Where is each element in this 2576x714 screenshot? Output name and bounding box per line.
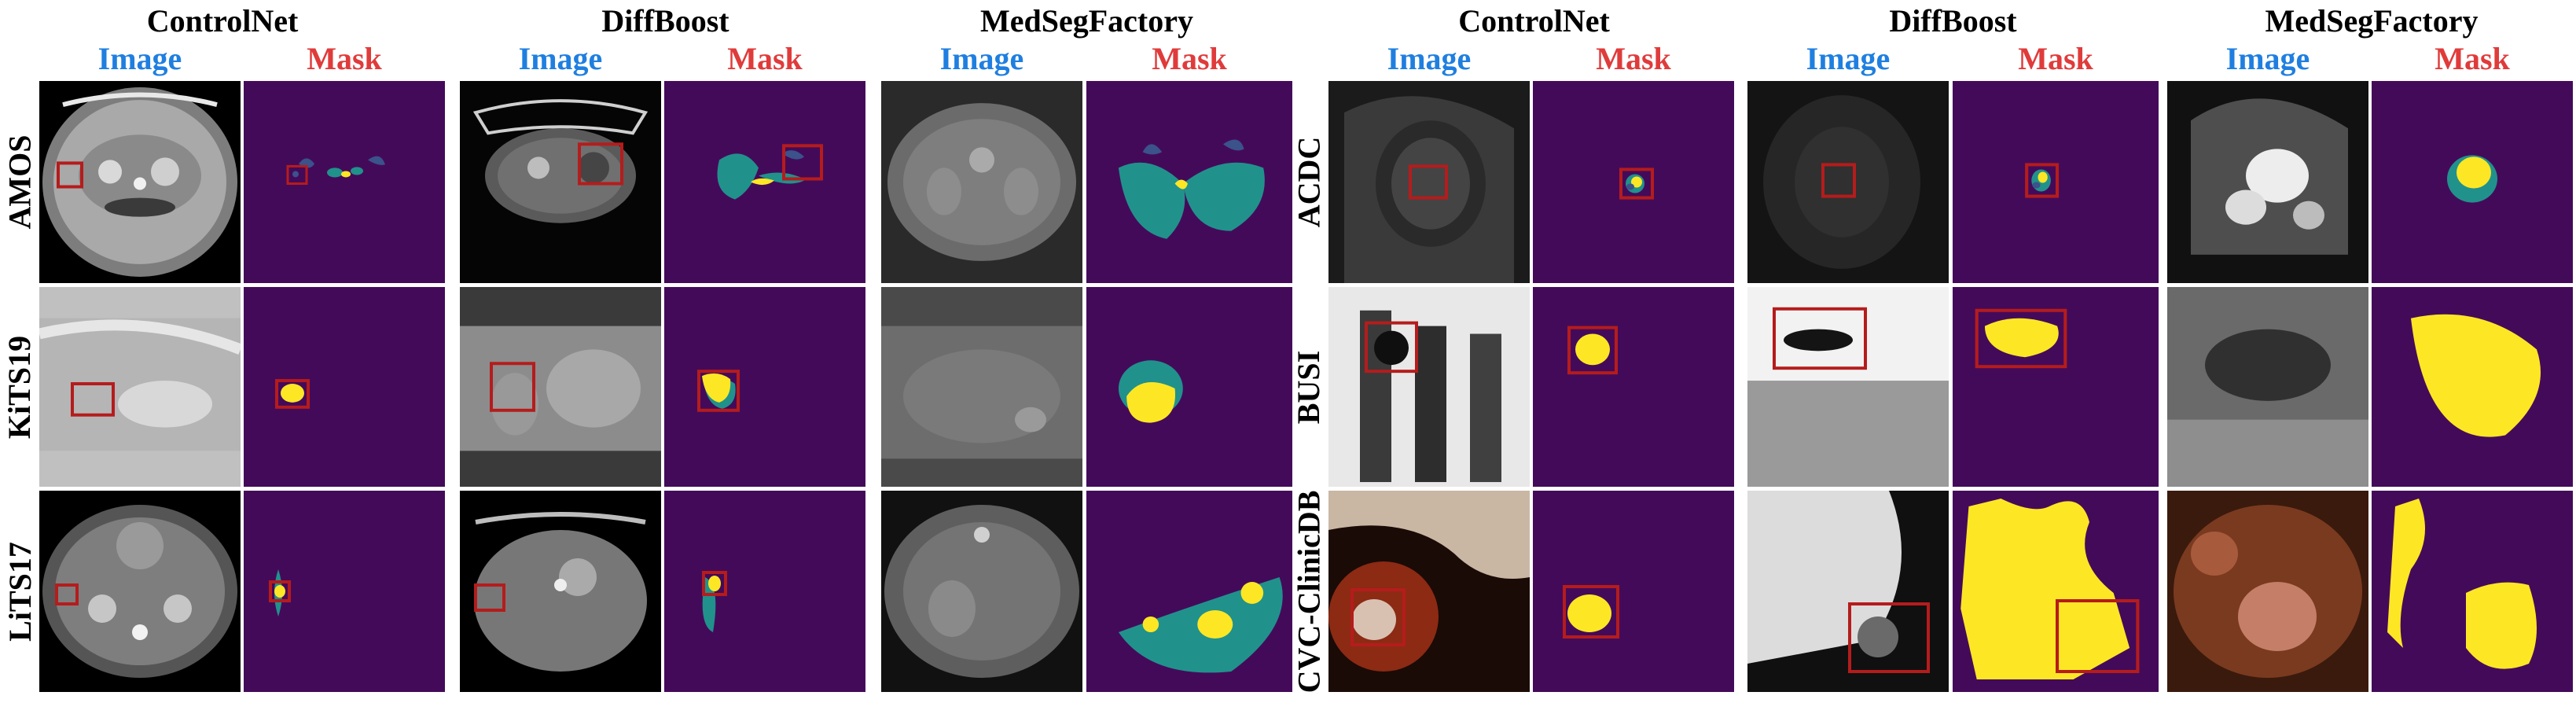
method-title-controlnet-left: ControlNet bbox=[146, 3, 299, 39]
mask-tile-acdc-controlnet bbox=[1533, 81, 1734, 283]
image-tile-cvc-clinicdb-controlnet bbox=[1328, 491, 1530, 692]
mask-tile-acdc-diffboost bbox=[1953, 81, 2159, 283]
mask-tile-lits17-diffboost bbox=[664, 491, 865, 692]
col-label-mask-4: Mask bbox=[1596, 41, 1671, 76]
image-tile-amos-controlnet bbox=[39, 81, 241, 283]
col-label-image-6: Image bbox=[2225, 41, 2310, 76]
method-title-medsegfactory-right: MedSegFactory bbox=[2265, 3, 2479, 39]
row-label-cvc-clinicdb: CVC-ClinicDB bbox=[1291, 490, 1327, 693]
image-tile-cvc-clinicdb-medsegfactory bbox=[2167, 491, 2368, 692]
col-label-mask-3: Mask bbox=[1152, 41, 1227, 76]
mask-tile-kits19-controlnet bbox=[244, 287, 445, 487]
mask-tile-acdc-medsegfactory bbox=[2372, 81, 2573, 283]
image-tile-kits19-medsegfactory bbox=[881, 287, 1082, 487]
image-tile-acdc-controlnet bbox=[1328, 81, 1530, 283]
row-label-acdc: ACDC bbox=[1291, 136, 1327, 228]
mask-tile-lits17-controlnet bbox=[244, 491, 445, 692]
row-label-busi: BUSI bbox=[1291, 350, 1327, 424]
image-tile-lits17-controlnet bbox=[39, 491, 241, 692]
image-tile-lits17-medsegfactory bbox=[881, 491, 1082, 692]
mask-tile-busi-controlnet bbox=[1533, 287, 1734, 487]
col-label-image-5: Image bbox=[1806, 41, 1891, 76]
image-tile-amos-diffboost bbox=[460, 81, 661, 283]
col-label-mask-2: Mask bbox=[727, 41, 803, 76]
col-label-mask-6: Mask bbox=[2435, 41, 2510, 76]
col-label-image-1: Image bbox=[97, 41, 182, 76]
image-tile-kits19-diffboost bbox=[460, 287, 661, 487]
mask-tile-kits19-diffboost bbox=[664, 287, 865, 487]
col-label-image-2: Image bbox=[518, 41, 603, 76]
mask-tile-amos-controlnet bbox=[244, 81, 445, 283]
mask-tile-cvc-clinicdb-diffboost bbox=[1953, 491, 2159, 692]
mask-tile-busi-medsegfactory bbox=[2372, 287, 2573, 487]
mask-tile-amos-diffboost bbox=[664, 81, 865, 283]
row-label-kits19: KiTS19 bbox=[2, 335, 38, 439]
method-title-diffboost-left: DiffBoost bbox=[601, 3, 729, 39]
method-title-medsegfactory-left: MedSegFactory bbox=[979, 3, 1193, 39]
col-label-image-4: Image bbox=[1387, 41, 1472, 76]
col-label-mask-5: Mask bbox=[2018, 41, 2093, 76]
image-tile-amos-medsegfactory bbox=[881, 81, 1082, 283]
image-tile-busi-medsegfactory bbox=[2167, 287, 2368, 487]
row-label-lits17: LiTS17 bbox=[2, 541, 38, 642]
image-tile-acdc-diffboost bbox=[1747, 81, 1949, 283]
mask-tile-cvc-clinicdb-medsegfactory bbox=[2372, 491, 2573, 692]
mask-tile-busi-diffboost bbox=[1953, 287, 2159, 487]
mask-tile-lits17-medsegfactory bbox=[1086, 491, 1292, 692]
image-tile-kits19-controlnet bbox=[39, 287, 241, 487]
mask-tile-amos-medsegfactory bbox=[1086, 81, 1292, 283]
mask-tile-cvc-clinicdb-controlnet bbox=[1533, 491, 1734, 692]
image-tile-lits17-diffboost bbox=[460, 491, 661, 692]
col-label-mask-1: Mask bbox=[307, 41, 382, 76]
method-title-controlnet-right: ControlNet bbox=[1458, 3, 1610, 39]
image-tile-busi-controlnet bbox=[1328, 287, 1530, 487]
row-label-amos: AMOS bbox=[2, 134, 38, 230]
image-tile-cvc-clinicdb-diffboost bbox=[1747, 491, 1949, 692]
image-tile-acdc-medsegfactory bbox=[2167, 81, 2368, 283]
mask-tile-kits19-medsegfactory bbox=[1086, 287, 1292, 487]
method-title-diffboost-right: DiffBoost bbox=[1889, 3, 2017, 39]
image-tile-busi-diffboost bbox=[1747, 287, 1949, 487]
col-label-image-3: Image bbox=[939, 41, 1024, 76]
